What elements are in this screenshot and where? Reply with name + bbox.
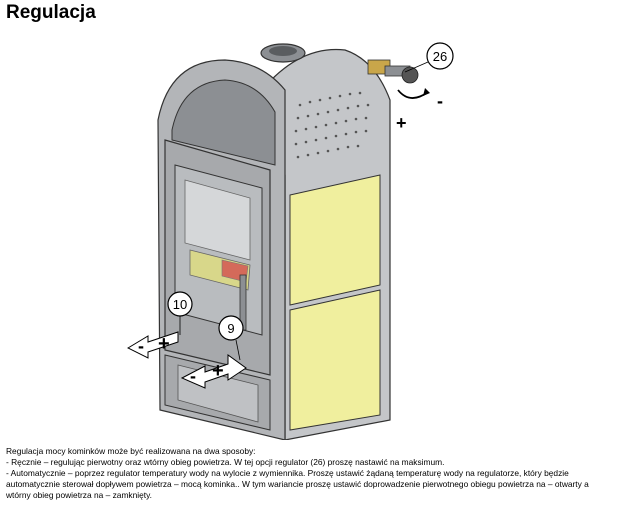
callout-9-circle bbox=[218, 315, 244, 341]
stove-illustration: 26 - + 10 - + 9 - + bbox=[126, 42, 454, 440]
description-intro: Regulacja mocy kominków może być realizo… bbox=[6, 446, 256, 456]
air-arrow-10-minus: - bbox=[138, 336, 144, 356]
callout-26-label: 26 bbox=[433, 49, 447, 64]
regulator-26-minus: - bbox=[437, 91, 443, 111]
callout-10-label: 10 bbox=[173, 297, 187, 312]
air-arrow-10 bbox=[126, 331, 179, 359]
stove-front bbox=[157, 59, 286, 440]
air-arrow-9 bbox=[180, 354, 247, 389]
air-arrow-10-plus: + bbox=[158, 333, 170, 355]
page-title: Regulacja bbox=[6, 2, 96, 23]
air-arrow-9-plus: + bbox=[212, 360, 224, 382]
air-arrow-9-minus: - bbox=[190, 366, 196, 386]
callout-9-label: 9 bbox=[227, 321, 234, 336]
ventilation-holes bbox=[294, 91, 370, 159]
description-automatic: - Automatycznie – poprzez regulator temp… bbox=[6, 468, 589, 500]
callout-26-circle bbox=[426, 42, 454, 70]
regulator-26 bbox=[367, 59, 430, 99]
description: Regulacja mocy kominków może być realizo… bbox=[6, 446, 614, 501]
regulator-26-plus: + bbox=[396, 113, 407, 133]
description-manual: - Ręcznie – regulując pierwotny oraz wtó… bbox=[6, 457, 445, 467]
